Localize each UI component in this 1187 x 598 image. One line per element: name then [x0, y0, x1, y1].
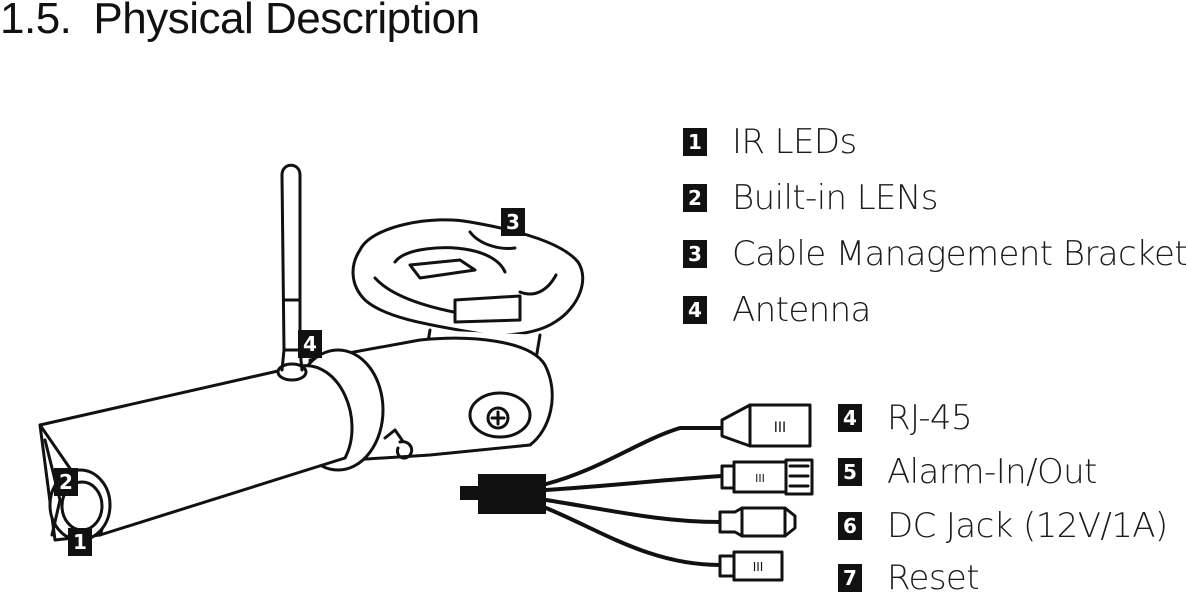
camera-barrel — [38, 364, 354, 542]
legend-label: DC Jack (12V/1A) — [887, 506, 1168, 546]
legend-item: 7 Reset — [838, 558, 980, 598]
legend-number: 5 — [838, 458, 862, 486]
reset-mark: III — [753, 560, 764, 574]
legend-item: 1 IR LEDs — [683, 122, 857, 162]
legend-number: 4 — [683, 296, 707, 324]
legend-label: Alarm-In/Out — [887, 452, 1097, 492]
rj45-mark: III — [774, 420, 786, 436]
legend-label: Built-in LENs — [732, 178, 938, 218]
legend-label: Antenna — [732, 290, 871, 330]
section-heading: 1.5. Physical Description — [0, 0, 480, 44]
legend-item: 5 Alarm-In/Out — [838, 452, 1097, 492]
callout-3: 3 — [501, 208, 525, 236]
cable-breakout — [460, 474, 546, 514]
alarm-connector — [720, 458, 814, 496]
legend-number: 6 — [838, 512, 862, 540]
legend-number: 2 — [683, 184, 707, 212]
callout-1: 1 — [68, 528, 92, 556]
legend-item: 2 Built-in LENs — [683, 178, 938, 218]
section-number: 1.5. — [0, 0, 72, 43]
reset-connector — [718, 550, 784, 582]
alarm-mark: III — [755, 472, 765, 485]
section-title: Physical Description — [93, 0, 480, 43]
antenna — [276, 163, 308, 382]
legend-item: 6 DC Jack (12V/1A) — [838, 506, 1168, 546]
camera-illustration: III III III — [38, 163, 814, 582]
legend-item: 4 Antenna — [683, 290, 871, 330]
legend-item: 3 Cable Management Bracket — [683, 234, 1187, 274]
callout-2: 2 — [54, 468, 78, 496]
cables — [544, 426, 724, 567]
legend-number: 7 — [838, 564, 862, 592]
legend-label: IR LEDs — [732, 122, 857, 162]
callout-4: 4 — [298, 330, 322, 358]
legend-item: 4 RJ-45 — [838, 398, 973, 438]
legend-number: 4 — [838, 404, 862, 432]
legend-label: Reset — [887, 558, 980, 598]
legend-number: 1 — [683, 128, 707, 156]
legend-number: 3 — [683, 240, 707, 268]
rj45-connector — [720, 403, 812, 448]
dc-jack — [718, 506, 797, 538]
legend-label: Cable Management Bracket — [732, 234, 1187, 274]
legend-label: RJ-45 — [887, 398, 973, 438]
